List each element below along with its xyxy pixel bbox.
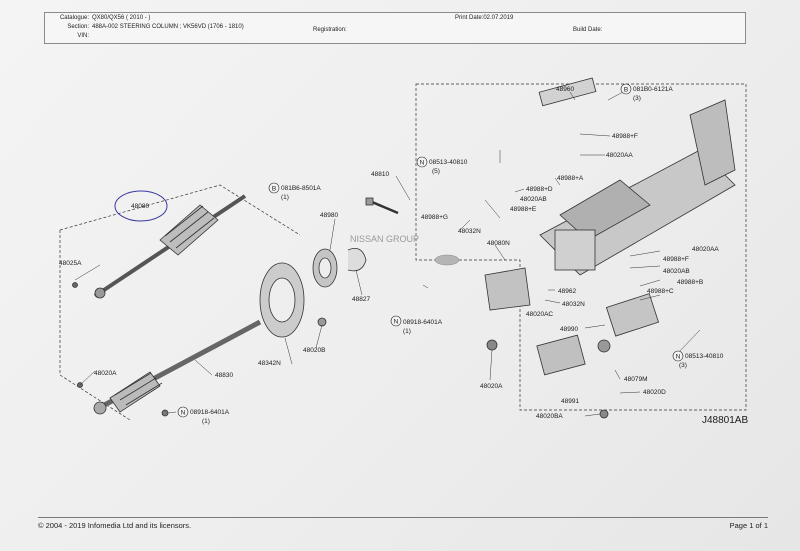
watermark-logo xyxy=(434,254,460,266)
registration-label: Registration: xyxy=(313,27,347,33)
label-48020B: 48020B xyxy=(303,347,325,354)
label-48032N-mid: 48032N xyxy=(562,301,585,308)
catalogue-row: Catalogue:QX80/QX56 ( 2010 - ) xyxy=(49,15,150,21)
watermark: NISSAN GROUP xyxy=(350,234,419,244)
label-48020AC: 48020AC xyxy=(526,311,553,318)
label-08513-40810-top: 08513-40810 xyxy=(429,159,468,166)
label-48988F: 48988+F xyxy=(612,133,638,140)
svg-text:N: N xyxy=(394,319,399,326)
label-48020A-left: 48020A xyxy=(94,370,117,377)
label-48991: 48991 xyxy=(561,398,579,405)
svg-text:B: B xyxy=(624,87,628,94)
svg-text:N: N xyxy=(676,354,681,361)
footer: © 2004 - 2019 Infomedia Ltd and its lice… xyxy=(38,517,768,530)
label-48962: 48962 xyxy=(558,288,576,295)
label-48988A: 48988+A xyxy=(557,175,584,182)
circle-markers xyxy=(177,83,684,418)
label-081B0-6121A-qty: (3) xyxy=(633,95,641,102)
label-48080N: 48080N xyxy=(487,240,510,247)
label-48020BA: 48020BA xyxy=(536,413,563,420)
label-48020AB-right: 48020AB xyxy=(663,268,690,275)
print-date: Print Date:02.07.2019 xyxy=(455,15,514,21)
diagram-code: J48801AB xyxy=(702,415,748,426)
label-48988B: 48988+B xyxy=(677,279,703,286)
svg-text:N: N xyxy=(420,160,425,167)
label-48020AB-mid: 48020AB xyxy=(520,196,547,203)
label-48988C: 48988+C xyxy=(647,288,674,295)
catalogue-label: Catalogue: xyxy=(59,15,89,21)
grommet-drawing xyxy=(312,247,367,288)
label-48980: 48980 xyxy=(320,212,338,219)
label-48020AA-top: 48020AA xyxy=(606,152,633,159)
label-08918-6401A-bot: 08918-6401A xyxy=(190,409,230,416)
label-48988G: 48988+G xyxy=(421,214,448,221)
bolt-drawing xyxy=(365,197,399,215)
section-label: Section: xyxy=(67,24,89,30)
label-48025A: 48025A xyxy=(59,260,82,267)
circle-n-marker-2 xyxy=(390,315,402,327)
label-48960: 48960 xyxy=(556,86,574,93)
label-48342N: 48342N xyxy=(258,360,281,367)
build-date-label: Build Date: xyxy=(573,27,603,33)
circle-b-marker-2 xyxy=(268,182,280,194)
hand-drawn-circle xyxy=(114,190,168,222)
header-box: Catalogue:QX80/QX56 ( 2010 - ) Section:4… xyxy=(44,12,746,44)
copyright-text: © 2004 - 2019 Infomedia Ltd and its lice… xyxy=(38,521,192,530)
column-assembly-drawing xyxy=(484,77,736,311)
circle-letters: B N B N N N xyxy=(181,87,681,417)
leader-lines xyxy=(74,91,701,417)
seal-plate-drawing xyxy=(259,262,327,338)
circle-n-marker-1 xyxy=(416,156,428,168)
label-08513-40810-right: 08513-40810 xyxy=(685,353,724,360)
label-48988D: 48988+D xyxy=(526,186,553,193)
label-081B6-8501A-qty: (1) xyxy=(281,194,289,201)
part-labels: 48960 081B0-6121A (3) 48988+F 48020AA 08… xyxy=(59,86,724,425)
section-value: 488A-002 STEERING COLUMN ; VK56VD (1706 … xyxy=(92,24,244,30)
section-row: Section:488A-002 STEERING COLUMN ; VK56V… xyxy=(49,24,244,30)
label-48830: 48830 xyxy=(215,372,233,379)
label-081B0-6121A: 081B0-6121A xyxy=(633,86,673,93)
label-08918-6401A-mid-qty: (1) xyxy=(403,328,411,335)
svg-text:N: N xyxy=(181,410,186,417)
vin-row: VIN: xyxy=(49,33,92,39)
label-08513-40810-top-qty: (5) xyxy=(432,168,440,175)
intermediate-shaft-drawing xyxy=(72,194,247,299)
label-081B6-8501A: 081B6-8501A xyxy=(281,185,321,192)
vin-label: VIN: xyxy=(77,33,89,39)
label-48810: 48810 xyxy=(371,171,389,178)
label-48020D: 48020D xyxy=(643,389,666,396)
circle-b-marker-1 xyxy=(620,83,632,95)
label-48020A-mid: 48020A xyxy=(480,383,503,390)
label-08513-40810-right-qty: (3) xyxy=(679,362,687,369)
label-48020AA-right: 48020AA xyxy=(692,246,719,253)
label-48990: 48990 xyxy=(560,326,578,333)
motor-drawing xyxy=(486,293,660,419)
label-48079M: 48079M xyxy=(624,376,648,383)
label-08918-6401A-mid: 08918-6401A xyxy=(403,319,443,326)
label-48032N-top: 48032N xyxy=(458,228,481,235)
page-number: Page 1 of 1 xyxy=(729,521,768,530)
label-48988E: 48988+E xyxy=(510,206,537,213)
svg-text:B: B xyxy=(272,186,276,193)
circle-n-marker-4 xyxy=(177,406,189,418)
label-08918-6401A-bot-qty: (1) xyxy=(202,418,210,425)
label-48988F-right: 48988+F xyxy=(663,256,689,263)
catalogue-value: QX80/QX56 ( 2010 - ) xyxy=(92,15,151,21)
lower-shaft-drawing xyxy=(77,319,262,417)
circle-n-marker-3 xyxy=(672,350,684,362)
label-48827: 48827 xyxy=(352,296,370,303)
label-48080: 48080 xyxy=(131,203,149,210)
